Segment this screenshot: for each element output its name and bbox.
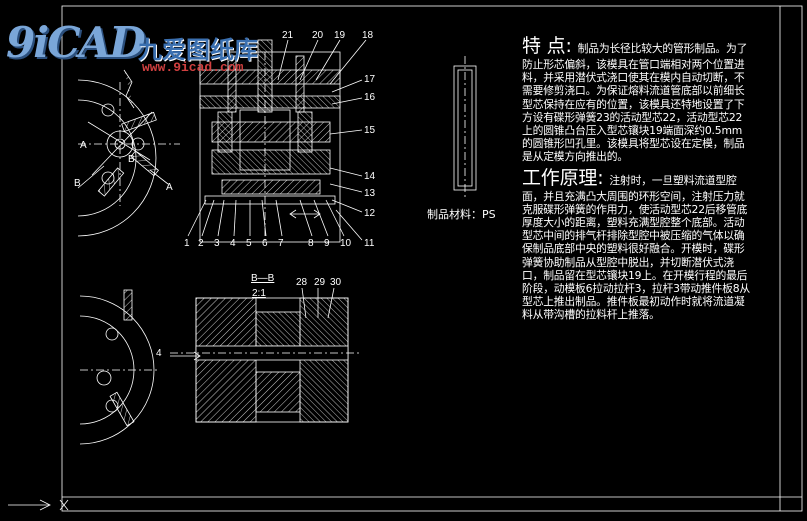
part-number: 20 (312, 30, 324, 41)
logo-url[interactable]: www.9icad.com (142, 60, 244, 75)
part-number: 5 (246, 238, 252, 249)
part-number: 10 (340, 238, 352, 249)
part-number: 4 (156, 348, 162, 359)
part-number: 9 (324, 238, 330, 249)
features-body: 制品为长径比较大的管形制品。为了防止形芯偏斜，该模具在管口端相对两个位置进料，并… (522, 42, 748, 164)
part-number: 30 (330, 277, 342, 288)
logo-mark: 9iCAD (6, 18, 146, 67)
principle-heading: 工作原理: (522, 166, 604, 189)
part-number: 15 (364, 125, 376, 136)
principle-paragraph: 工作原理:注射时，一旦塑料流道型腔面，并且充满凸大周围的环形空间，注射压力就克服… (522, 166, 752, 322)
notes-panel: 特 点:制品为长径比较大的管形制品。为了防止形芯偏斜，该模具在管口端相对两个位置… (522, 34, 752, 322)
principle-body: 注射时，一旦塑料流道型腔面，并且充满凸大周围的环形空间，注射压力就克服碟形弹簧的… (522, 173, 751, 322)
section-view-scale: 2:1 (252, 288, 266, 299)
plan-view-bottom (79, 289, 160, 445)
view-letter: B (128, 154, 135, 165)
product-sketch (453, 56, 477, 200)
part-number: 7 (278, 238, 284, 249)
part-number: 21 (282, 30, 294, 41)
part-number: 17 (364, 74, 376, 85)
section-view-name: B—B (251, 273, 275, 284)
view-letter: B (74, 178, 81, 189)
view-letter: A (166, 182, 173, 193)
part-number: 12 (364, 208, 376, 219)
drawing-frame (8, 5, 803, 512)
part-number: 13 (364, 188, 376, 199)
part-number: 18 (362, 30, 374, 41)
part-number: 2 (198, 238, 204, 249)
part-number: 3 (214, 238, 220, 249)
site-logo[interactable]: 9iCAD 九爱图纸库 www.9icad.com (6, 18, 296, 78)
part-number: 14 (364, 171, 376, 182)
part-number: 4 (230, 238, 236, 249)
part-number: 19 (334, 30, 346, 41)
part-number: 28 (296, 277, 308, 288)
features-paragraph: 特 点:制品为长径比较大的管形制品。为了防止形芯偏斜，该模具在管口端相对两个位置… (522, 34, 752, 164)
view-letter: A (80, 140, 87, 151)
part-number: 16 (364, 92, 376, 103)
features-heading: 特 点: (522, 35, 572, 57)
part-number: 11 (364, 238, 375, 249)
section-b-b (170, 287, 360, 423)
part-number: 29 (314, 277, 326, 288)
part-number: 8 (308, 238, 314, 249)
product-material-label: 制品材料：PS (427, 208, 496, 221)
logo-name: 九爱图纸库 (138, 36, 258, 64)
part-number: 6 (262, 238, 268, 249)
part-numbers: 21 20 19 18 17 16 15 14 13 12 11 1 2 3 4… (156, 30, 376, 359)
plan-view-top (77, 69, 180, 237)
assembly-section (187, 39, 367, 243)
part-number: 1 (184, 238, 190, 249)
